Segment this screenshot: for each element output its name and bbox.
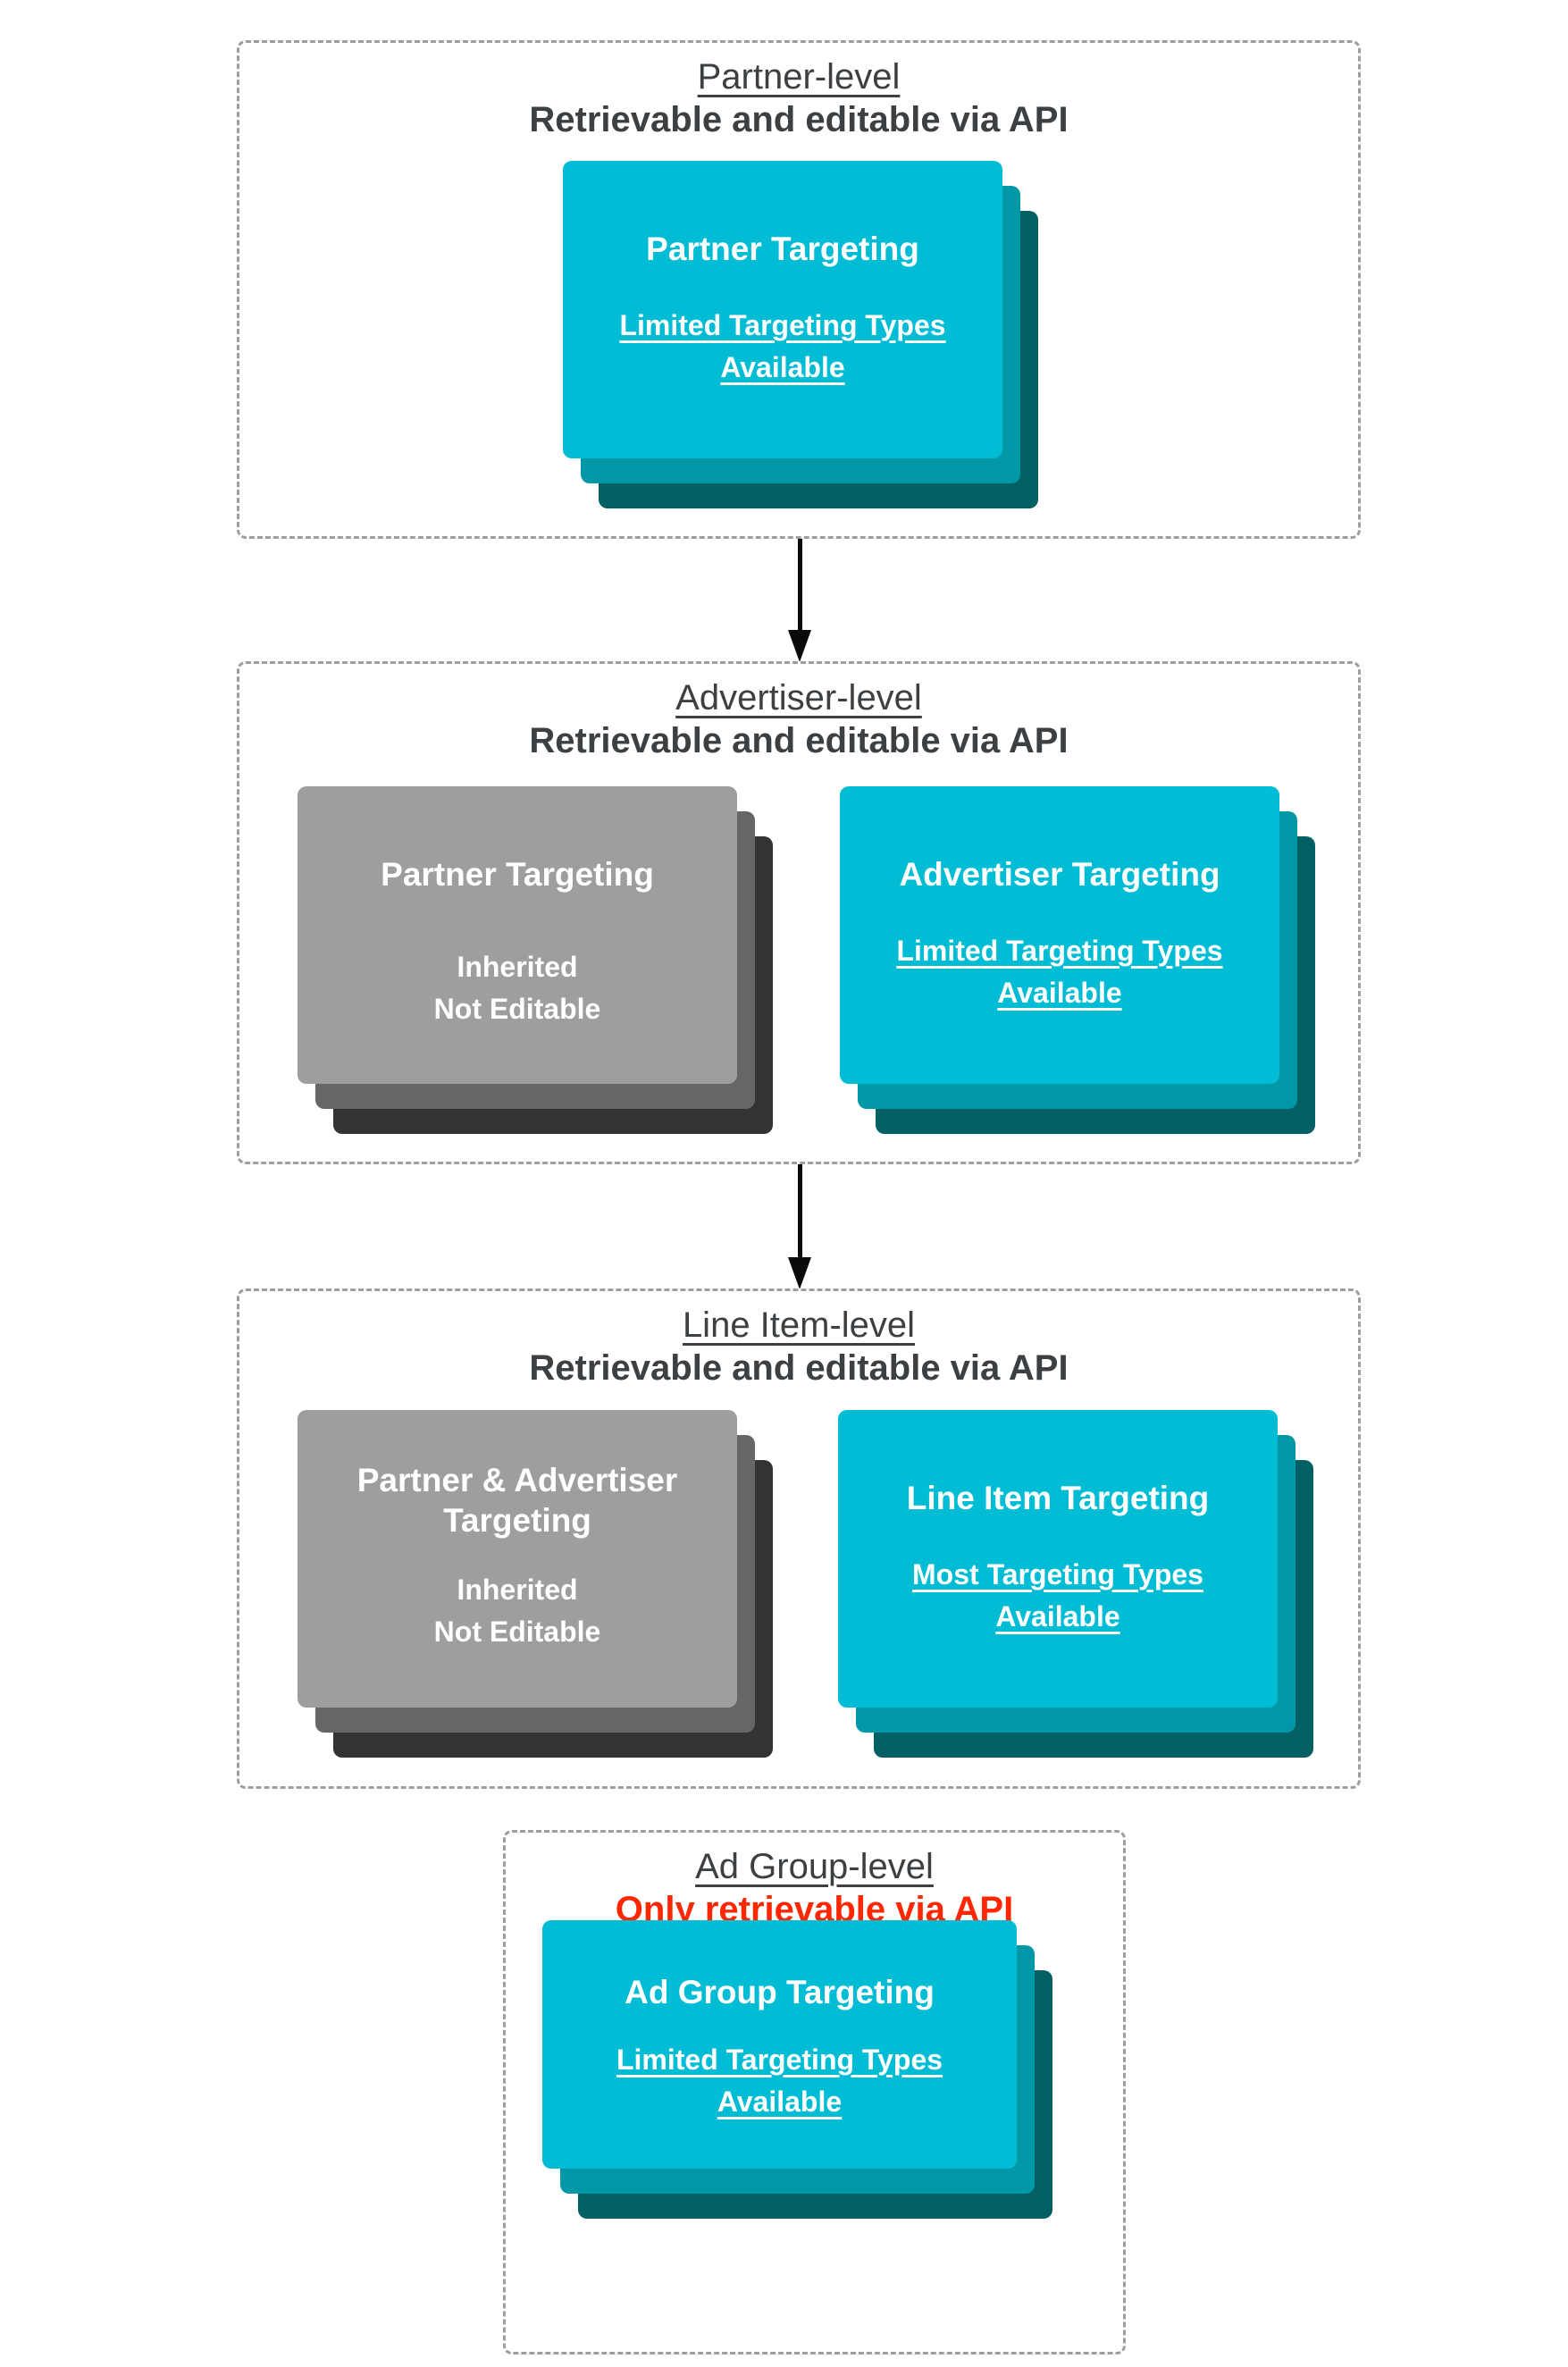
card-title: Advertiser Targeting [899,856,1220,893]
availability-note: Retrievable and editable via API [529,100,1069,139]
card-partner-advertiser-targeting-inherited: Partner & Advertiser Targeting Inherited… [298,1410,737,1708]
arrow-shaft [797,539,802,630]
card-stack-inherited-partner-targeting: Partner Targeting Inherited Not Editable [298,786,773,1134]
card-subtitle: Limited Targeting Types Available [896,935,1223,1009]
section-advertiser-level: Advertiser-level Retrievable and editabl… [237,661,1361,1164]
flow-arrow-advertiser-to-line-item [786,1164,813,1289]
card-line-item-targeting: Line Item Targeting Most Targeting Types… [838,1410,1278,1708]
card-subtitle: Limited Targeting Types Available [616,2044,943,2118]
arrow-shaft [797,1164,802,1257]
arrow-head-icon [788,1257,811,1289]
card-title: Partner Targeting [381,856,654,893]
card-content: Partner Targeting Inherited Not Editable [298,786,737,1084]
arrow-head-icon [788,630,811,662]
card-title: Ad Group Targeting [625,1974,935,2010]
card-subtitle: Inherited Not Editable [433,951,601,1025]
card-partner-targeting: Partner Targeting Limited Targeting Type… [563,161,1002,458]
flow-arrow-partner-to-advertiser [786,539,813,662]
card-stack-advertiser-targeting: Advertiser Targeting Limited Targeting T… [840,786,1315,1134]
card-content: Advertiser Targeting Limited Targeting T… [840,786,1279,1084]
card-content: Partner Targeting Limited Targeting Type… [563,161,1002,458]
card-stack-inherited-partner-advertiser-targeting: Partner & Advertiser Targeting Inherited… [298,1410,773,1758]
card-subtitle: Inherited Not Editable [433,1574,601,1648]
section-heading: Line Item-level Retrievable and editable… [239,1291,1358,1389]
card-subtitle: Limited Targeting Types Available [619,309,946,383]
card-stack-line-item-targeting: Line Item Targeting Most Targeting Types… [838,1410,1313,1758]
section-line-item-level: Line Item-level Retrievable and editable… [237,1288,1361,1789]
availability-note: Retrievable and editable via API [529,1348,1069,1388]
level-title: Ad Group-level [695,1847,934,1886]
card-subtitle: Most Targeting Types Available [912,1558,1203,1633]
card-content: Line Item Targeting Most Targeting Types… [838,1410,1278,1708]
level-title: Line Item-level [682,1305,916,1345]
level-title: Partner-level [697,57,901,97]
section-heading: Partner-level Retrievable and editable v… [239,43,1358,141]
card-ad-group-targeting: Ad Group Targeting Limited Targeting Typ… [542,1920,1017,2169]
card-partner-targeting-inherited: Partner Targeting Inherited Not Editable [298,786,737,1084]
card-title: Partner & Advertiser Targeting [356,1462,678,1540]
section-partner-level: Partner-level Retrievable and editable v… [237,40,1361,539]
section-heading: Advertiser-level Retrievable and editabl… [239,664,1358,762]
section-ad-group-level: Ad Group-level Only retrievable via API … [503,1830,1126,2354]
card-stack-partner-targeting: Partner Targeting Limited Targeting Type… [563,161,1038,508]
card-title: Partner Targeting [646,231,919,267]
card-stack-ad-group-targeting: Ad Group Targeting Limited Targeting Typ… [542,1920,1052,2219]
availability-note: Retrievable and editable via API [529,721,1069,760]
card-title: Line Item Targeting [906,1480,1210,1516]
card-content: Ad Group Targeting Limited Targeting Typ… [542,1920,1017,2169]
section-heading: Ad Group-level Only retrievable via API [506,1833,1123,1931]
card-content: Partner & Advertiser Targeting Inherited… [298,1410,737,1708]
card-advertiser-targeting: Advertiser Targeting Limited Targeting T… [840,786,1279,1084]
level-title: Advertiser-level [675,678,922,718]
